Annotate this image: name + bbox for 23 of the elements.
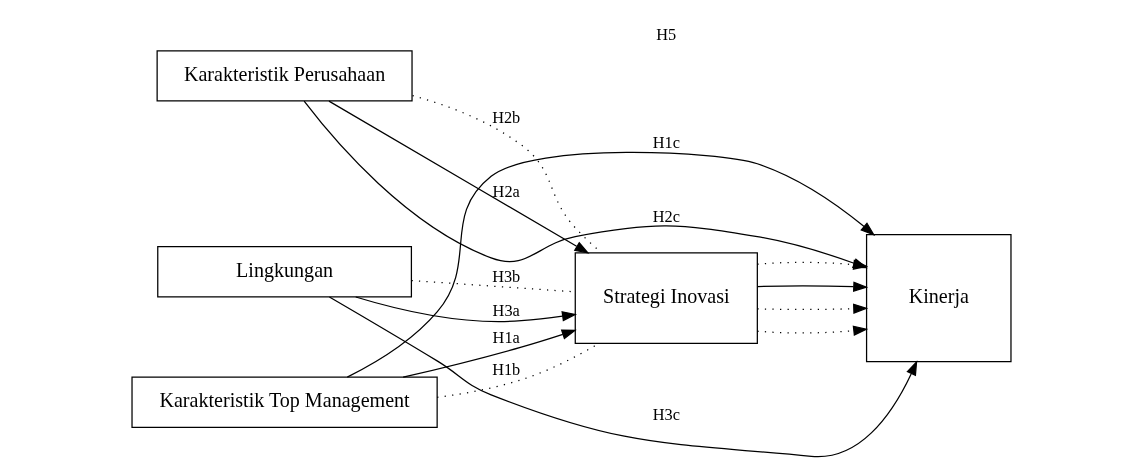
arrow — [756, 303, 868, 314]
node-box: Karakteristik Perusahaan — [156, 50, 413, 102]
arrow — [756, 325, 868, 336]
arrow — [328, 296, 917, 458]
edge-label: H2a — [492, 181, 520, 201]
edge-label: H3a — [492, 301, 520, 321]
arrow — [756, 281, 868, 292]
node-box: Lingkungan — [156, 246, 412, 298]
arrow — [354, 296, 577, 323]
arrow — [327, 100, 589, 254]
arrow — [346, 151, 875, 378]
edge-label: H2c — [652, 207, 680, 227]
arrow — [402, 329, 577, 378]
edge-label: H2b — [491, 107, 520, 127]
node-box: Karakteristik Top Management — [130, 376, 438, 429]
edge-label: H3b — [491, 267, 520, 287]
label: H5 — [655, 24, 676, 44]
edge-label: H3c — [652, 405, 680, 425]
node-box: Kinerja — [865, 234, 1012, 363]
edge-label: H1a — [492, 327, 520, 347]
edge-label: H1c — [652, 132, 680, 152]
edge-label: H1b — [491, 360, 520, 380]
node-box: Strategi Inovasi — [574, 252, 758, 344]
